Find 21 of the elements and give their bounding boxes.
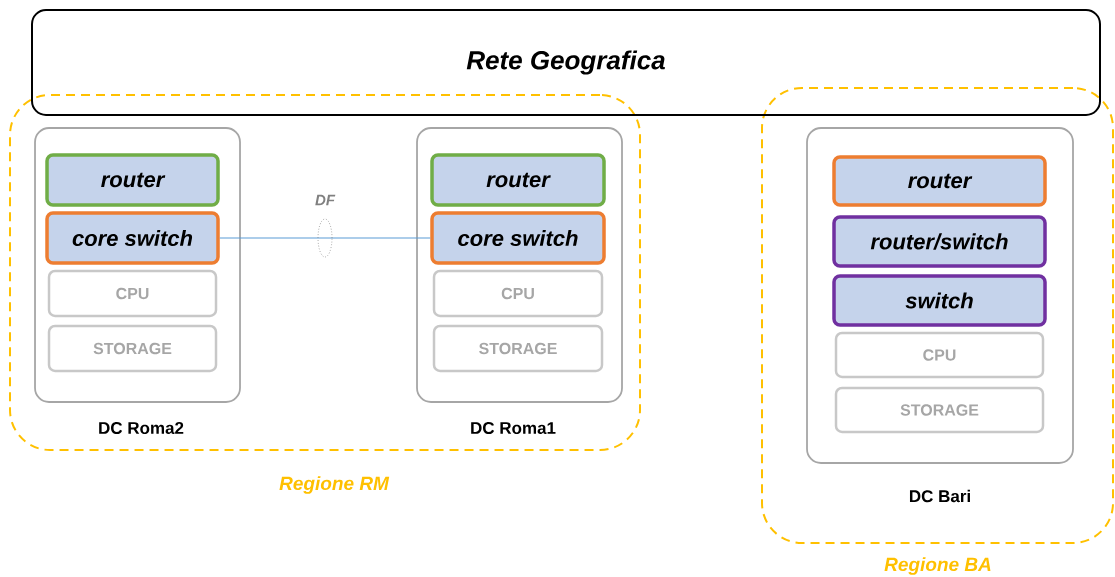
component-box: STORAGE (834, 386, 1045, 434)
component-box: CPU (834, 331, 1045, 379)
component-box: CPU (432, 269, 604, 318)
device-box: core switch (430, 211, 606, 265)
network-box: Rete Geografica (31, 9, 1101, 116)
node-label: DC Roma1 (471, 421, 556, 435)
device-box: router (832, 155, 1047, 207)
node-label: DC Bari (909, 489, 970, 503)
device-box: router/switch (832, 215, 1047, 268)
component-box: STORAGE (432, 324, 604, 373)
node-label: Regione RM (279, 476, 390, 494)
component-box: STORAGE (47, 324, 218, 373)
node-label: Regione BA (884, 557, 991, 575)
component-box: CPU (47, 269, 218, 318)
node-label: DC Roma2 (99, 421, 184, 435)
device-box: router (45, 153, 220, 207)
edge-label: DF (315, 194, 336, 206)
connection-line (219, 237, 431, 239)
device-box: router (430, 153, 606, 207)
device-box: switch (832, 274, 1047, 327)
device-box: core switch (45, 211, 220, 265)
